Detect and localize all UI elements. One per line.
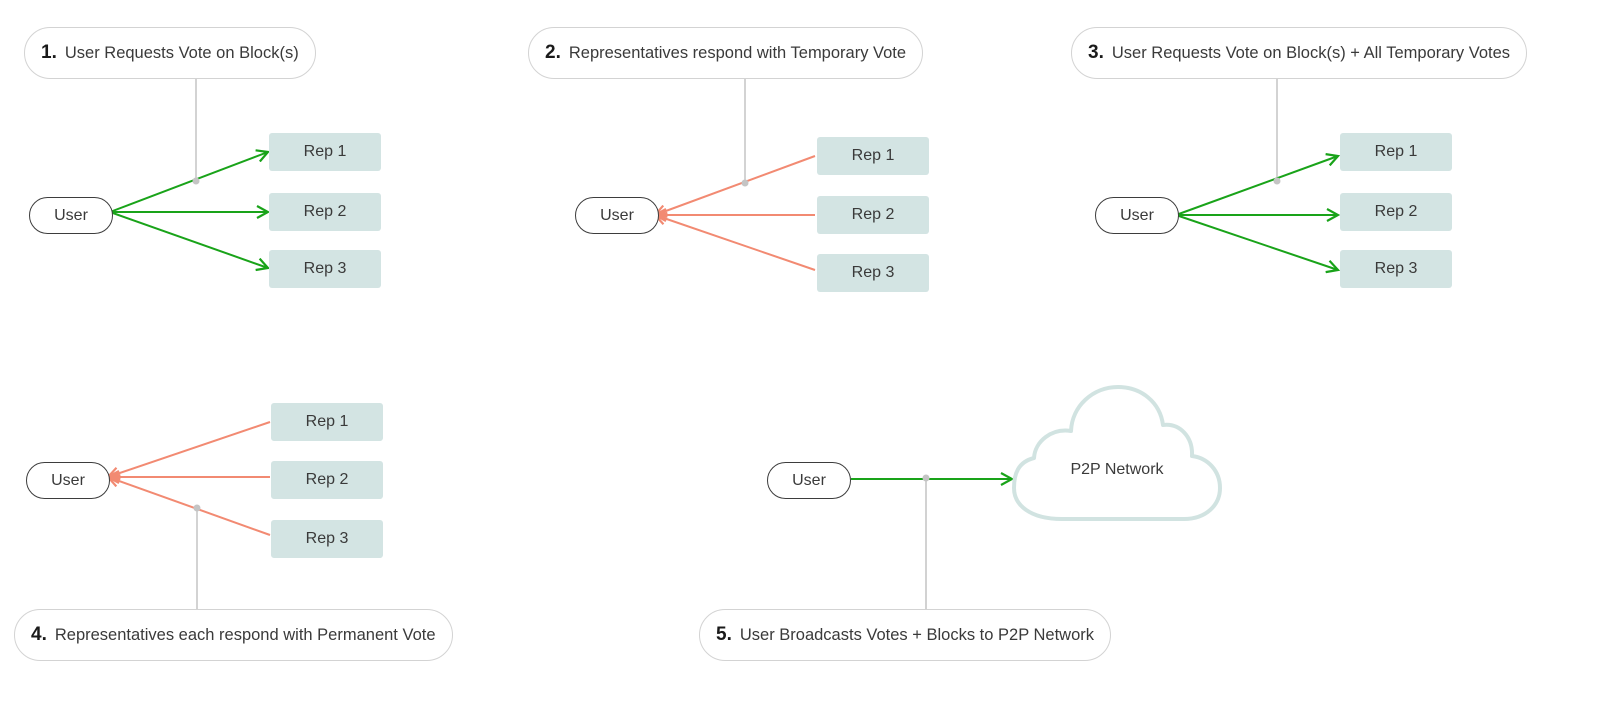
step-4-arrow-rep-1 xyxy=(108,421,271,477)
step-1-rep-3: Rep 3 xyxy=(269,250,381,288)
step-3-text: User Requests Vote on Block(s) + All Tem… xyxy=(1111,43,1511,62)
step-4-connector-dot xyxy=(193,504,201,512)
step-3-rep-3: Rep 3 xyxy=(1340,250,1452,288)
user-node-step-1: User xyxy=(29,197,113,234)
step-3-arrow-rep-3 xyxy=(1175,214,1338,270)
step-5-number: 5. xyxy=(716,624,732,645)
step-4-rep-3: Rep 3 xyxy=(271,520,383,558)
step-2-rep-3: Rep 3 xyxy=(817,254,929,292)
step-4-label: 4. Representatives each respond with Per… xyxy=(14,609,453,661)
step-4-arrow-rep-3 xyxy=(108,477,271,536)
step-4-rep-1: Rep 1 xyxy=(271,403,383,441)
step-1-connector-dot xyxy=(192,177,200,185)
user-node-step-4: User xyxy=(26,462,110,499)
user-node-step-3: User xyxy=(1095,197,1179,234)
step-2-text: Representatives respond with Temporary V… xyxy=(568,43,907,62)
p2p-network-cloud-icon xyxy=(1012,385,1222,521)
step-3-arrow-rep-1 xyxy=(1175,156,1338,216)
step-3-number: 3. xyxy=(1088,42,1104,63)
user-node-step-5: User xyxy=(767,462,851,499)
step-2-arrow-rep-1 xyxy=(655,155,816,215)
step-4-rep-2: Rep 2 xyxy=(271,461,383,499)
step-2-connector-dot xyxy=(741,179,749,187)
step-1-rep-2: Rep 2 xyxy=(269,193,381,231)
step-3-rep-1: Rep 1 xyxy=(1340,133,1452,171)
step-2-rep-2: Rep 2 xyxy=(817,196,929,234)
p2p-network-label: P2P Network xyxy=(1070,461,1164,478)
step-2-rep-1: Rep 1 xyxy=(817,137,929,175)
step-1-text: User Requests Vote on Block(s) xyxy=(64,43,299,62)
step-3-label: 3. User Requests Vote on Block(s) + All … xyxy=(1071,27,1528,79)
step-2-number: 2. xyxy=(545,42,561,63)
step-1-rep-1: Rep 1 xyxy=(269,133,381,171)
step-5-connector-dot xyxy=(922,474,930,482)
step-1-arrow-rep-3 xyxy=(109,211,268,268)
step-5-label: 5. User Broadcasts Votes + Blocks to P2P… xyxy=(699,609,1112,661)
user-node-step-2: User xyxy=(575,197,659,234)
step-4-text: Representatives each respond with Perman… xyxy=(54,625,436,644)
step-4-number: 4. xyxy=(31,624,47,645)
step-5-text: User Broadcasts Votes + Blocks to P2P Ne… xyxy=(739,625,1095,644)
step-1-arrow-rep-1 xyxy=(109,152,268,213)
step-3-connector-dot xyxy=(1273,177,1281,185)
step-3-rep-2: Rep 2 xyxy=(1340,193,1452,231)
step-1-label: 1. User Requests Vote on Block(s) xyxy=(24,27,316,79)
step-1-number: 1. xyxy=(41,42,57,63)
step-2-arrow-rep-3 xyxy=(655,215,816,271)
step-2-label: 2. Representatives respond with Temporar… xyxy=(528,27,924,79)
